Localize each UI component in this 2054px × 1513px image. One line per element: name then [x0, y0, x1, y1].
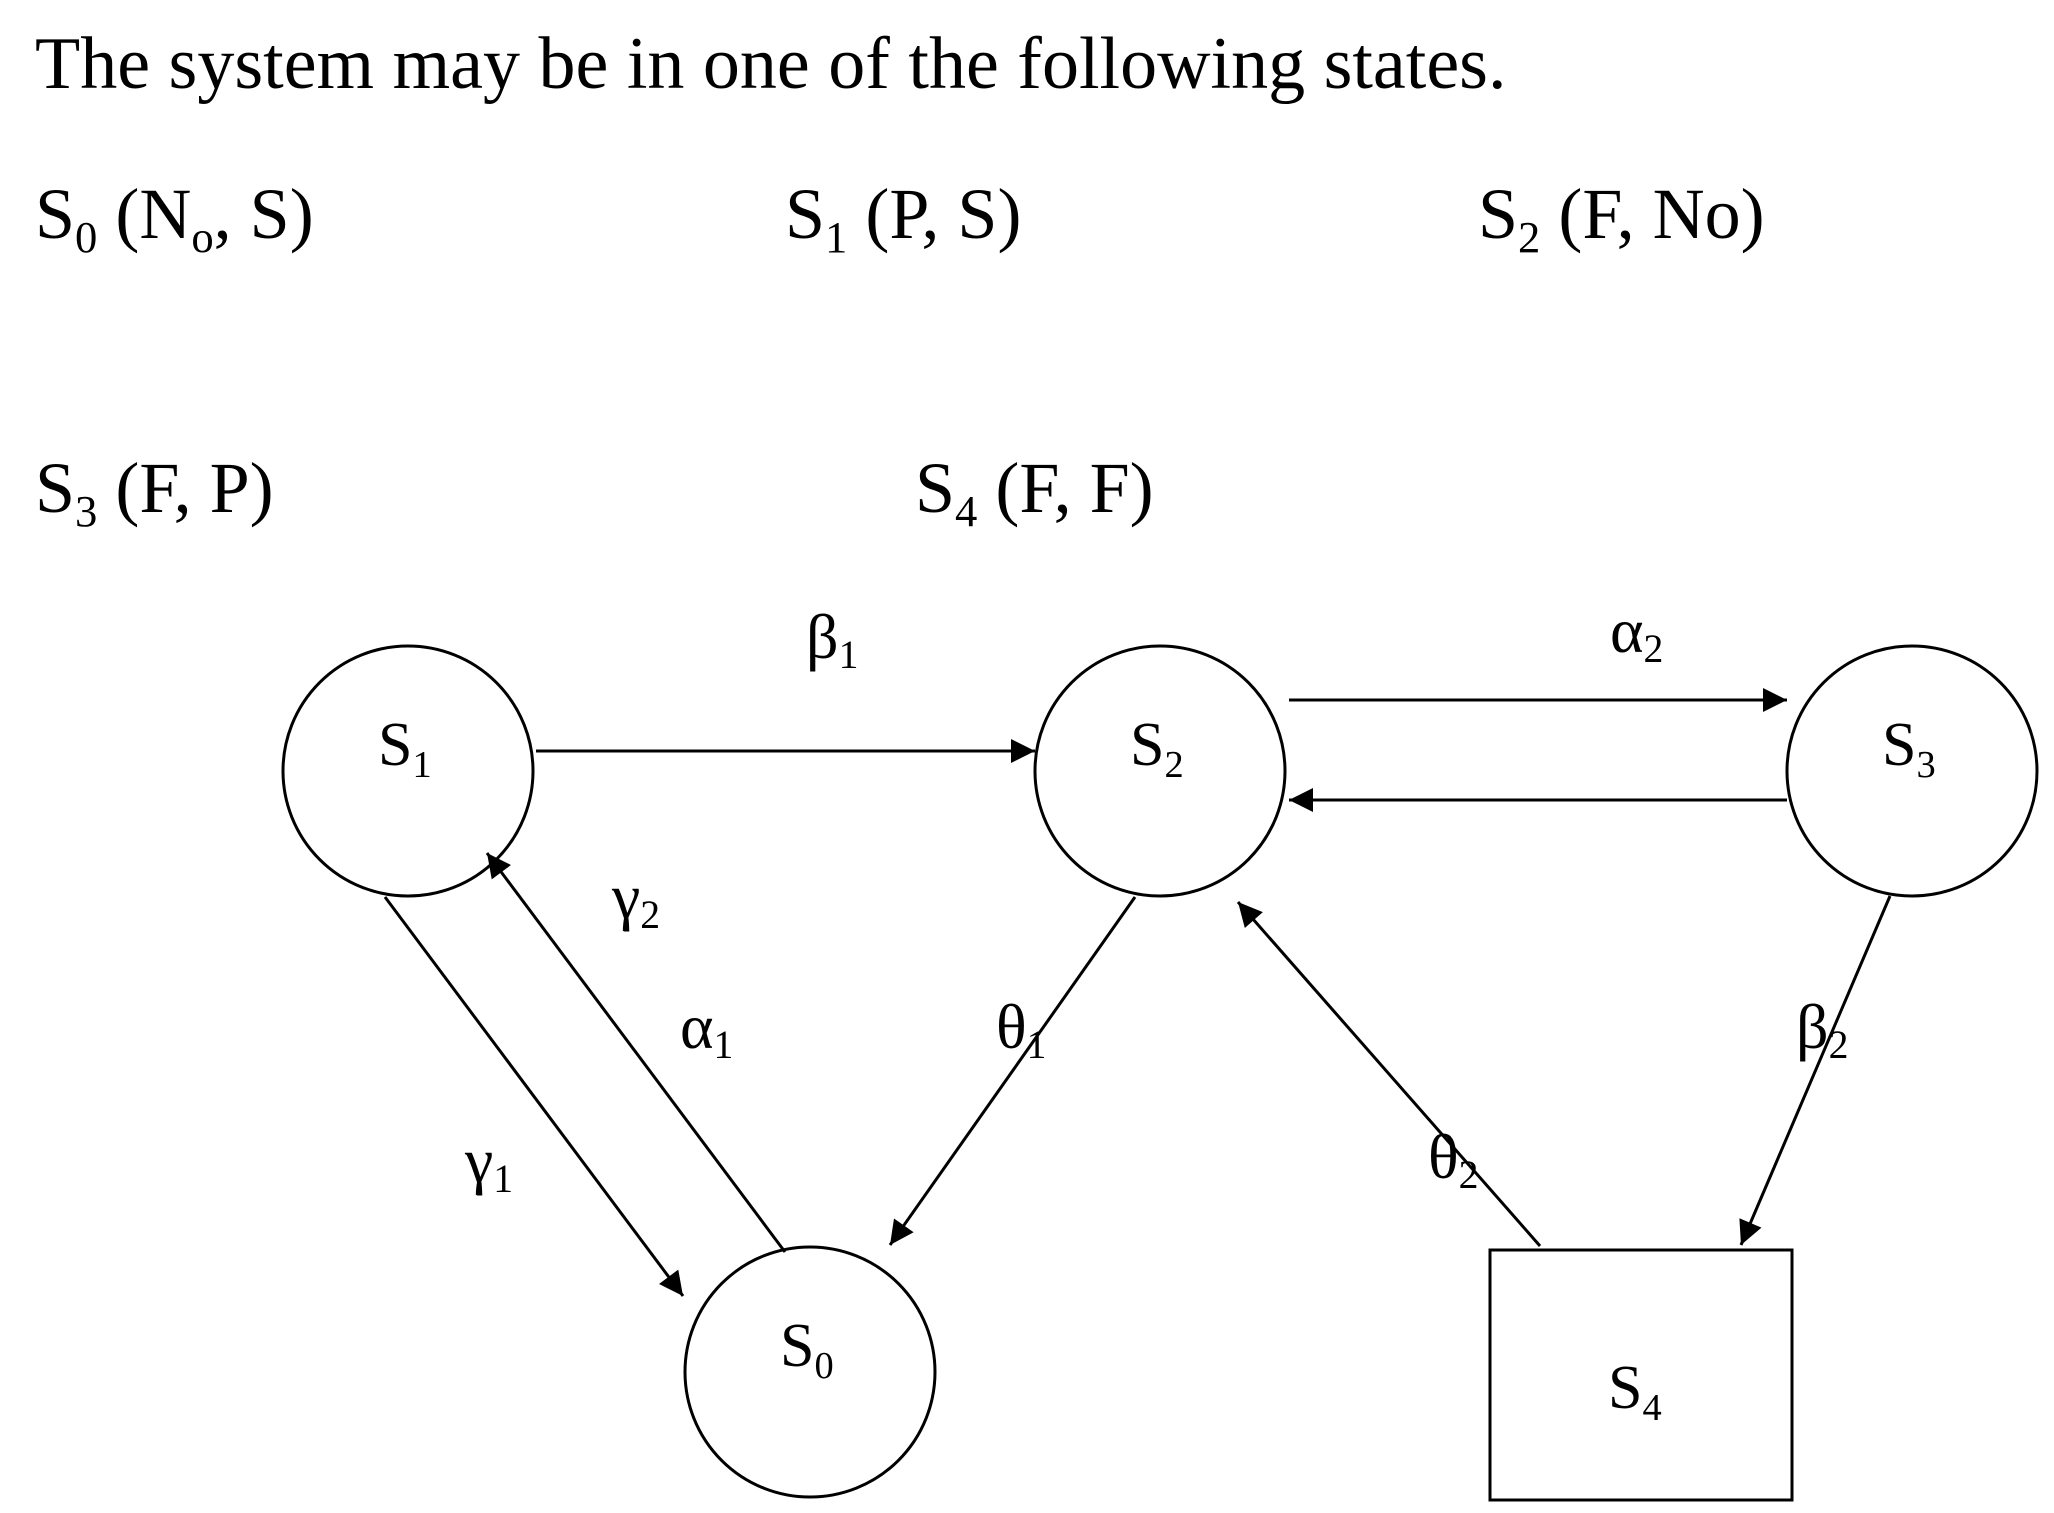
state-definition-s2: S2 (F, No): [1478, 174, 1765, 262]
node-s2-symbol: S: [1130, 711, 1164, 779]
node-s3: S3: [1785, 644, 2039, 898]
state-definition-s0: S0 (No, S): [35, 174, 314, 262]
edge-label-beta2: β2: [1796, 991, 1848, 1067]
edge-label-gamma1-symbol: γ: [464, 1125, 493, 1196]
edge-label-gamma2: γ2: [611, 861, 660, 937]
edge-label-gamma2-sub: 2: [640, 893, 660, 937]
edge-s2-to-s0-arrow: [888, 896, 1137, 1246]
state-def-s2-symbol: S: [1478, 174, 1518, 254]
state-def-s3-symbol: S: [35, 448, 75, 528]
edge-label-gamma1: γ1: [464, 1125, 513, 1201]
edge-label-theta1-sub: 1: [1027, 1023, 1047, 1067]
node-s4-label: S4: [1608, 1354, 1662, 1429]
node-s1-symbol: S: [378, 711, 412, 779]
node-s2-sub: 2: [1164, 744, 1183, 786]
state-def-s0-inner-sub: o: [191, 212, 213, 262]
edge-s0-to-s1-arrow: [485, 852, 787, 1253]
node-s1-circle: [281, 644, 535, 898]
edge-label-beta1: β1: [806, 601, 858, 677]
state-def-s0-text-after: , S): [214, 174, 314, 254]
state-def-s3-text: (F, P): [97, 448, 273, 528]
node-s2: S2: [1033, 644, 1287, 898]
node-s3-sub: 3: [1916, 744, 1935, 786]
node-s0-sub: 0: [814, 1345, 833, 1387]
edge-label-beta1-symbol: β: [806, 601, 839, 672]
state-def-s2-sub: 2: [1518, 212, 1540, 262]
state-def-s4-sub: 4: [955, 486, 977, 536]
edge-label-theta2-sub: 2: [1459, 1153, 1479, 1197]
node-s1-sub: 1: [412, 744, 431, 786]
node-s0-label: S0: [780, 1312, 834, 1387]
state-definition-s3: S3 (F, P): [35, 448, 274, 536]
node-s0: S0: [683, 1245, 937, 1499]
state-def-s1-symbol: S: [785, 174, 825, 254]
node-s4-symbol: S: [1608, 1354, 1642, 1422]
node-s0-circle: [683, 1245, 937, 1499]
edge-label-beta1-sub: 1: [839, 633, 859, 677]
edge-s4-to-s2-arrow: [1236, 901, 1542, 1247]
state-def-s0-symbol: S: [35, 174, 75, 254]
edge-label-alpha1-symbol: α: [680, 991, 714, 1062]
node-s1-label: S1: [378, 711, 432, 786]
edge-label-gamma1-sub: 1: [493, 1157, 513, 1201]
edge-label-beta2-symbol: β: [1796, 991, 1829, 1062]
state-def-s0-text-before: (N: [97, 174, 191, 254]
node-s4: S4: [1488, 1248, 1794, 1502]
edge-label-alpha2-symbol: α: [1610, 595, 1644, 666]
node-s0-symbol: S: [780, 1312, 814, 1380]
edge-label-alpha1-sub: 1: [714, 1023, 734, 1067]
edge-label-theta1-symbol: θ: [996, 991, 1027, 1062]
node-s3-circle: [1785, 644, 2039, 898]
node-s1: S1: [281, 644, 535, 898]
edge-label-theta2-symbol: θ: [1428, 1121, 1459, 1192]
edge-s1-to-s0-arrow: [383, 896, 685, 1297]
state-def-s4-text: (F, F): [977, 448, 1153, 528]
state-definition-s1: S1 (P, S): [785, 174, 1021, 262]
edge-label-beta2-sub: 2: [1829, 1023, 1849, 1067]
node-s2-label: S2: [1130, 711, 1184, 786]
node-s3-symbol: S: [1882, 711, 1916, 779]
edge-s3-to-s4-arrow: [1739, 895, 1892, 1246]
node-s3-label: S3: [1882, 711, 1936, 786]
intro-heading: The system may be in one of the followin…: [35, 23, 1506, 105]
edge-label-alpha2: α2: [1610, 595, 1663, 671]
edge-label-theta2: θ2: [1428, 1121, 1479, 1197]
state-def-s1-sub: 1: [825, 212, 847, 262]
state-def-s2-text: (F, No): [1540, 174, 1764, 254]
node-s4-sub: 4: [1642, 1387, 1661, 1429]
node-s2-circle: [1033, 644, 1287, 898]
edge-label-alpha2-sub: 2: [1644, 627, 1664, 671]
state-def-s4-symbol: S: [915, 448, 955, 528]
state-def-s0-sub: 0: [75, 212, 97, 262]
edge-label-theta1: θ1: [996, 991, 1047, 1067]
state-def-s1-text: (P, S): [847, 174, 1021, 254]
state-def-s3-sub: 3: [75, 486, 97, 536]
node-s4-square: [1488, 1248, 1794, 1502]
edge-label-gamma2-symbol: γ: [611, 861, 640, 932]
edge-label-alpha1: α1: [680, 991, 733, 1067]
state-definition-s4: S4 (F, F): [915, 448, 1154, 536]
